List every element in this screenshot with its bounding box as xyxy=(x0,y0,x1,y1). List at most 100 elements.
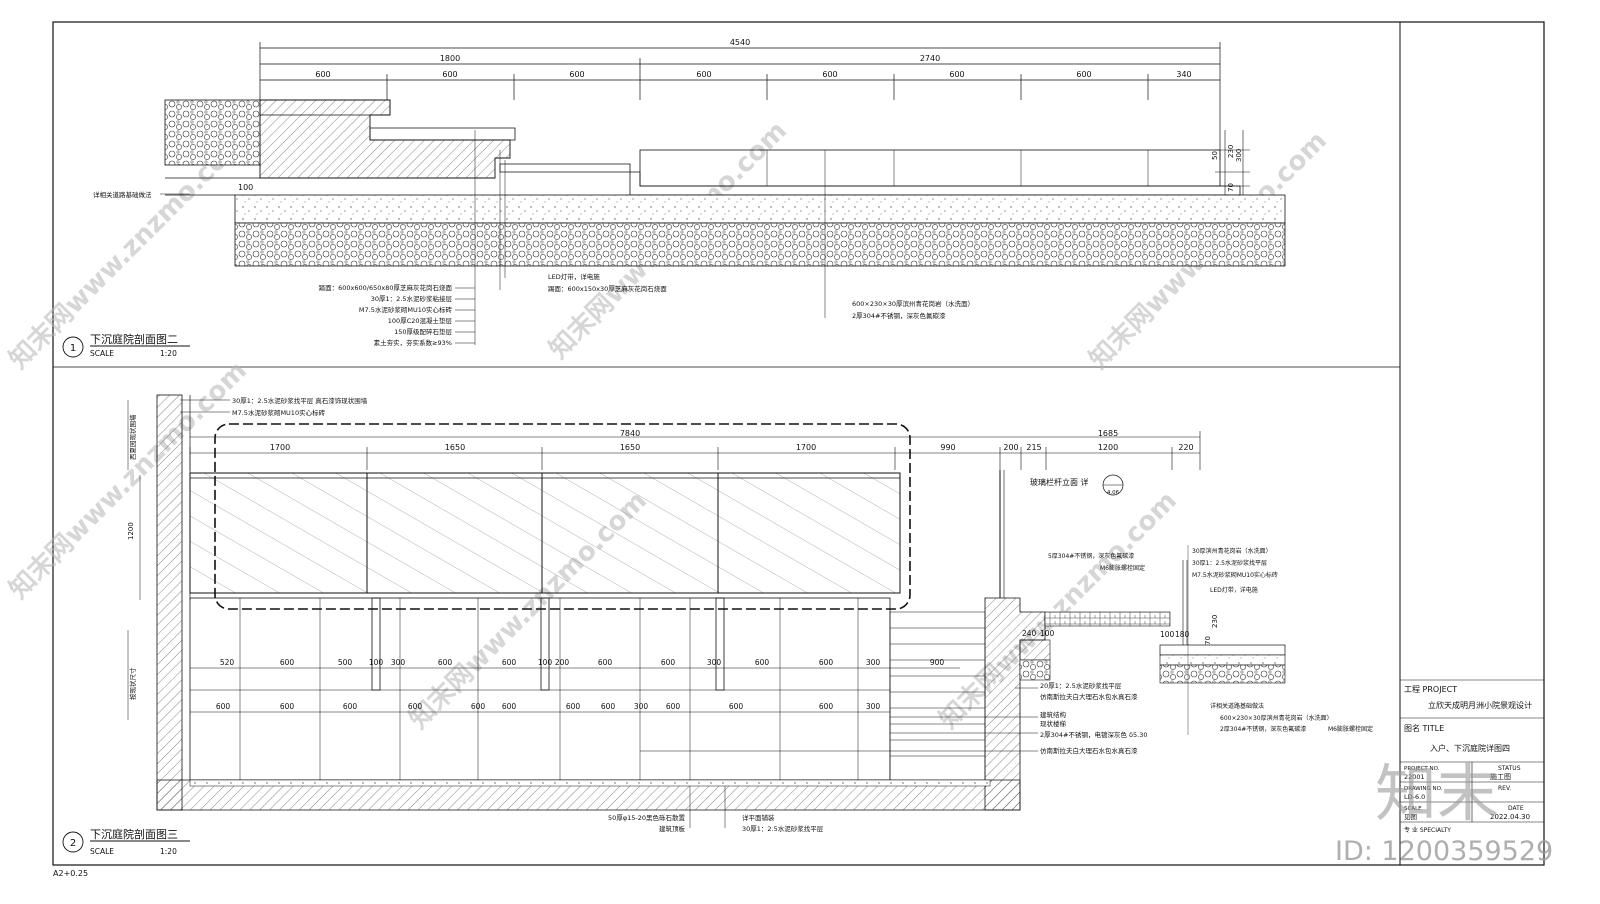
dim: 100 xyxy=(1040,629,1055,638)
note: 30厚1：2.5水泥砂浆找平层 xyxy=(742,824,824,833)
section-number-badge xyxy=(62,831,84,853)
dim-v: 230 xyxy=(1227,145,1235,158)
section-number: 2 xyxy=(70,838,76,849)
section-1: 4540 1800 2740 600 600 600 600 600 600 6… xyxy=(62,38,1286,358)
dim-v: 50 xyxy=(1211,151,1219,160)
status: 施工图 xyxy=(1490,772,1511,781)
section-2: 西夏园现状围墙 按现状尺寸 1200 30厚1：2.5水泥砂浆找平层 真石漆饰现… xyxy=(62,394,1373,856)
dim-v: 300 xyxy=(1235,149,1243,162)
note: 踢面：600x150x30厚芝麻灰花岗石烧面 xyxy=(548,284,667,293)
note: 仿南斯拉夫白大理石水包水真石漆 xyxy=(1040,746,1138,755)
status-label: STATUS xyxy=(1498,765,1521,772)
dim: 1700 xyxy=(796,443,816,452)
dim: 600 xyxy=(598,658,613,667)
road-note: 详相关道路基础做法 xyxy=(93,190,152,199)
dim: 500 xyxy=(338,658,353,667)
dim: 240 xyxy=(1022,629,1037,638)
title-block: 工程 PROJECT 立欣天成明月洲小院景观设计 图名 TITLE 入户、下沉庭… xyxy=(1400,679,1544,834)
dim-1685: 1685 xyxy=(1098,429,1118,438)
note: 仿南斯拉夫白大理石水包水真石漆 xyxy=(1040,692,1138,701)
note: 50厚φ15-20黑色砾石散置 xyxy=(608,813,685,822)
dim-total: 4540 xyxy=(730,38,750,47)
image-id: ID: 1200359529 xyxy=(1335,836,1553,867)
dim: 300 xyxy=(707,658,722,667)
dim: 1700 xyxy=(270,443,290,452)
dim: 600 xyxy=(280,658,295,667)
dim: 600 xyxy=(729,702,744,711)
dim: 600 xyxy=(949,70,964,79)
dim: 200 xyxy=(1003,443,1018,452)
note: M7.5水泥砂浆砌MU10实心标砖 xyxy=(359,305,453,314)
dim: 600 xyxy=(438,658,453,667)
dim: 300 xyxy=(866,702,881,711)
note: 2厚304#不锈钢，电镀深灰色 δ5.30 xyxy=(1040,730,1148,739)
dim: 600 xyxy=(343,702,358,711)
dim-v: 70 xyxy=(1227,183,1235,192)
dim-v: 230 xyxy=(1211,615,1219,628)
dim: 600 xyxy=(1076,70,1091,79)
wall-label: 西夏园现状围墙 xyxy=(128,414,137,460)
dim: 100 xyxy=(369,658,384,667)
dim: 600 xyxy=(819,658,834,667)
dim: 220 xyxy=(1178,443,1193,452)
dim: 200 xyxy=(555,658,570,667)
dim-v: 70 xyxy=(1204,636,1212,645)
scale-value: 1:20 xyxy=(160,847,177,856)
dim: 600 xyxy=(566,702,581,711)
specialty-label: 专 业 SPECIALTY xyxy=(1404,826,1451,834)
dim: 600 xyxy=(442,70,457,79)
dim: 600 xyxy=(502,702,517,711)
note: M7.5水泥砂浆砌MU10实心标砖 xyxy=(1192,571,1278,579)
dim-1800: 1800 xyxy=(440,54,460,63)
note: 150厚级配碎石垫层 xyxy=(394,327,452,336)
dim: 600 xyxy=(661,658,676,667)
scale-label: SCALE xyxy=(90,847,114,856)
note: 2厚304#不锈钢，深灰色氟碳漆 xyxy=(1220,725,1306,733)
note: 30厚1：2.5水泥砂浆找平层 真石漆饰现状围墙 xyxy=(232,396,368,405)
dim-990: 990 xyxy=(940,443,955,452)
dim: 600 xyxy=(696,70,711,79)
section-number: 1 xyxy=(70,343,76,354)
elevation-ref: 4.06 xyxy=(1107,490,1120,496)
dim: 600 xyxy=(408,702,423,711)
title-label: 图名 TITLE xyxy=(1404,723,1444,733)
dim: 100 xyxy=(538,658,553,667)
brand-logo: 知末 xyxy=(1375,757,1499,830)
dim: 600 xyxy=(216,702,231,711)
dim: 300 xyxy=(866,658,881,667)
elevation-label: 玻璃栏杆立面 详 xyxy=(1030,477,1089,487)
proj-no: 22001 xyxy=(1404,773,1425,781)
dim: 215 xyxy=(1026,443,1041,452)
rev-label: REV. xyxy=(1498,785,1511,792)
dim: 100 xyxy=(1160,630,1175,639)
dim: 520 xyxy=(220,658,235,667)
drawing-label: DRAWING NO. xyxy=(1404,786,1443,792)
scale-label: SCALE xyxy=(1404,806,1422,812)
dim: 600 xyxy=(280,702,295,711)
project-name: 立欣天成明月洲小院景观设计 xyxy=(1428,700,1532,710)
dim: 1650 xyxy=(445,443,465,452)
dim: 600 xyxy=(601,702,616,711)
note: 30厚1：2.5水泥砂浆粘接层 xyxy=(371,294,453,303)
glass-railing xyxy=(189,472,901,594)
dim: 600 xyxy=(315,70,330,79)
dim-100: 100 xyxy=(238,183,253,192)
sheet-frame xyxy=(52,21,1545,866)
note: LED灯带，详电施 xyxy=(548,272,600,281)
note: M7.5水泥砂浆砌MU10实心标砖 xyxy=(232,408,326,417)
dim-2740: 2740 xyxy=(920,54,940,63)
note: 30厚1：2.5水泥砂浆找平层 xyxy=(1192,559,1267,567)
note: 2厚304#不锈钢，深灰色氟碳漆 xyxy=(852,311,946,320)
note: 建筑顶板 xyxy=(659,824,686,833)
note: 600×230×30厚滨州青花岗岩（水洗面） xyxy=(1220,714,1333,722)
section-title: 下沉庭院剖面图二 xyxy=(90,332,178,346)
note: 建筑结构 xyxy=(1040,710,1067,719)
note: 详平面铺装 xyxy=(742,813,775,822)
note: 现状楼梯 xyxy=(1040,719,1067,728)
note: 详相关道路基础做法 xyxy=(1210,702,1264,710)
paper-size: A2+0.25 xyxy=(53,869,88,878)
scale-value: 1:20 xyxy=(160,349,177,358)
scale-label: SCALE xyxy=(90,349,114,358)
note: 100厚C20混凝土垫层 xyxy=(388,316,453,325)
